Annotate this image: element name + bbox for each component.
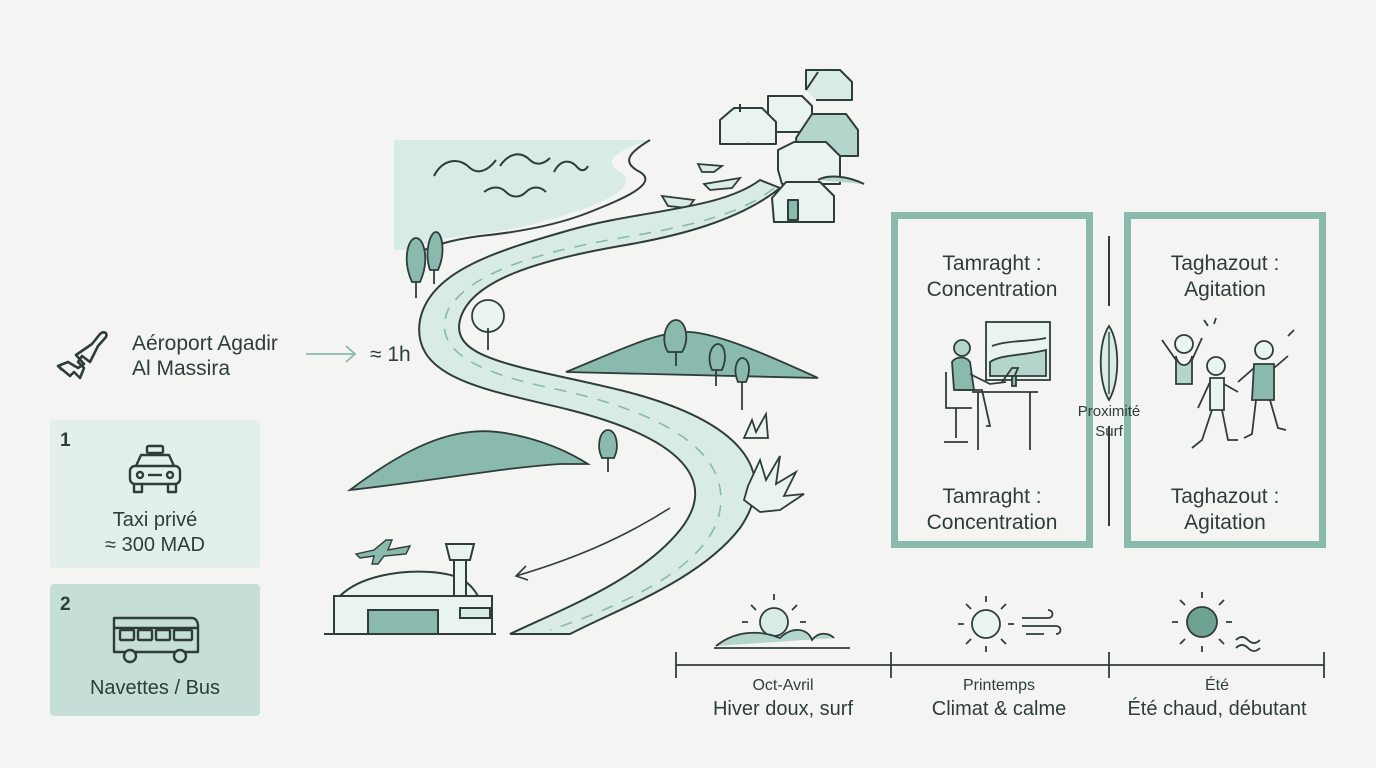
- taxi-label: Taxi privé: [112, 509, 198, 531]
- season-name: Été: [1204, 677, 1229, 694]
- airport-name-line1: Aéroport Agadir: [132, 332, 278, 355]
- card-number: 1: [60, 430, 71, 451]
- season-description: Été chaud, débutant: [1127, 698, 1307, 720]
- transport-card-taxi: 1 Taxi privé ≈ 300 MAD: [50, 420, 260, 568]
- panel-tamraght-bottom: Tamraght : Concentration: [898, 484, 1086, 536]
- panel-subtitle: Concentration: [926, 278, 1058, 301]
- village: [719, 69, 865, 223]
- season-description: Hiver doux, surf: [712, 698, 854, 720]
- hill-right: [565, 331, 819, 379]
- panel-taghazout: Taghazout : Agitation Taghazout : Agitat…: [1124, 212, 1326, 548]
- airplane-icon: [56, 331, 108, 380]
- panel-title: Taghazout :: [1170, 252, 1280, 275]
- people-celebrating-icon: [1161, 317, 1295, 449]
- surf-label-line2: Surf: [1095, 423, 1123, 440]
- panel-tamraght-top: Tamraght : Concentration: [898, 251, 1086, 303]
- sun-waves-icon: [714, 594, 850, 649]
- surfboard-icon: [1099, 324, 1119, 402]
- season-ete: Été Été chaud, débutant: [1109, 676, 1325, 722]
- season-printemps: Printemps Climat & calme: [891, 676, 1107, 722]
- panel-subtitle: Agitation: [1184, 511, 1266, 534]
- card-number: 2: [60, 594, 71, 615]
- panel-taghazout-top: Taghazout : Agitation: [1131, 251, 1319, 303]
- plane-small-icon: [354, 539, 412, 565]
- boats: [660, 162, 743, 209]
- plants: [742, 410, 805, 513]
- season-name: Oct-Avril: [752, 677, 814, 694]
- season-timeline: [675, 652, 1325, 678]
- taxi-icon: [128, 444, 182, 494]
- panel-subtitle: Agitation: [1184, 278, 1266, 301]
- panel-subtitle: Concentration: [926, 511, 1058, 534]
- airport-terminal: [324, 543, 496, 635]
- sun-wind-icon: [958, 596, 1062, 652]
- season-description: Climat & calme: [931, 698, 1067, 720]
- panel-taghazout-bottom: Taghazout : Agitation: [1131, 484, 1319, 536]
- trees: [405, 231, 750, 472]
- person-working-icon: [944, 321, 1051, 450]
- bus-icon: [112, 616, 200, 664]
- season-name: Printemps: [962, 677, 1036, 694]
- road: [418, 178, 782, 635]
- season-icons: [714, 592, 1261, 652]
- season-oct-avril: Oct-Avril Hiver doux, surf: [675, 676, 891, 722]
- panel-tamraght: Tamraght : Concentration Tamraght : Conc…: [891, 212, 1093, 548]
- waves: [433, 153, 589, 198]
- hill-left: [346, 430, 592, 492]
- travel-duration: ≈ 1h: [370, 343, 411, 366]
- arrow-right-icon: [306, 345, 357, 363]
- transport-card-bus: 2 Navettes / Bus: [50, 584, 260, 716]
- coastal-road-illustration: [324, 69, 865, 635]
- taxi-price: ≈ 300 MAD: [105, 534, 205, 556]
- surf-label-line1: Proximité: [1077, 403, 1141, 420]
- airport-name-line2: Al Massira: [132, 357, 231, 380]
- airport-label: Aéroport Agadir Al Massira: [132, 331, 278, 381]
- sun-sea-icon: [1172, 592, 1261, 652]
- panel-divider: [1108, 236, 1110, 526]
- panel-title: Tamraght :: [942, 252, 1042, 275]
- panel-title: Taghazout :: [1170, 485, 1280, 508]
- bus-label: Navettes / Bus: [89, 677, 221, 699]
- surf-proximity-label: Proximité Surf: [1068, 402, 1150, 442]
- panel-title: Tamraght :: [942, 485, 1042, 508]
